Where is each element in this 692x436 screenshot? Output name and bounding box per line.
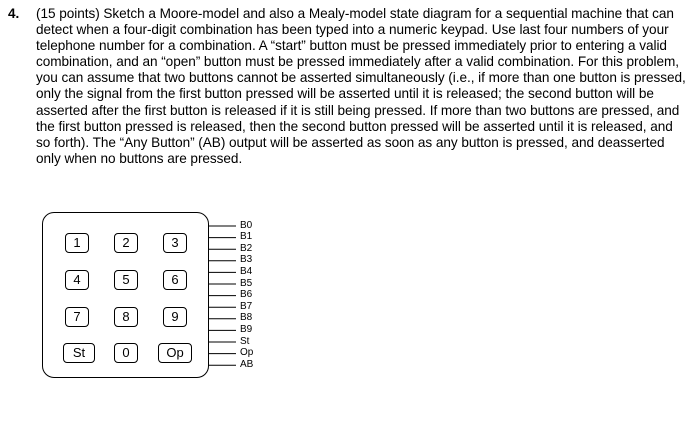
- key-2[interactable]: 2: [114, 233, 138, 253]
- output-label-ab: AB: [240, 358, 254, 370]
- key-1[interactable]: 1: [65, 233, 89, 253]
- key-open[interactable]: Op: [158, 343, 192, 363]
- output-label-b8: B8: [240, 312, 253, 324]
- problem-statement: (15 points) Sketch a Moore-model and als…: [36, 6, 686, 166]
- output-label-b5: B5: [240, 277, 253, 289]
- key-7[interactable]: 7: [65, 307, 89, 327]
- output-label-op: Op: [240, 347, 254, 359]
- key-3[interactable]: 3: [163, 233, 187, 253]
- keypad-body: [42, 212, 209, 378]
- output-label-b1: B1: [240, 231, 253, 243]
- output-leads: [208, 225, 236, 366]
- key-0[interactable]: 0: [114, 343, 138, 363]
- key-start[interactable]: St: [63, 343, 95, 363]
- output-label-b3: B3: [240, 254, 253, 266]
- output-label-b7: B7: [240, 300, 253, 312]
- output-label-b6: B6: [240, 289, 253, 301]
- key-8[interactable]: 8: [114, 307, 138, 327]
- output-label-b9: B9: [240, 323, 253, 335]
- output-label-b2: B2: [240, 242, 253, 254]
- key-5[interactable]: 5: [114, 270, 138, 290]
- output-label-st: St: [240, 335, 250, 347]
- problem-number: 4.: [8, 6, 20, 21]
- key-4[interactable]: 4: [65, 270, 89, 290]
- output-label-b0: B0: [240, 219, 253, 231]
- key-6[interactable]: 6: [163, 270, 187, 290]
- output-label-b4: B4: [240, 265, 253, 277]
- key-9[interactable]: 9: [163, 307, 187, 327]
